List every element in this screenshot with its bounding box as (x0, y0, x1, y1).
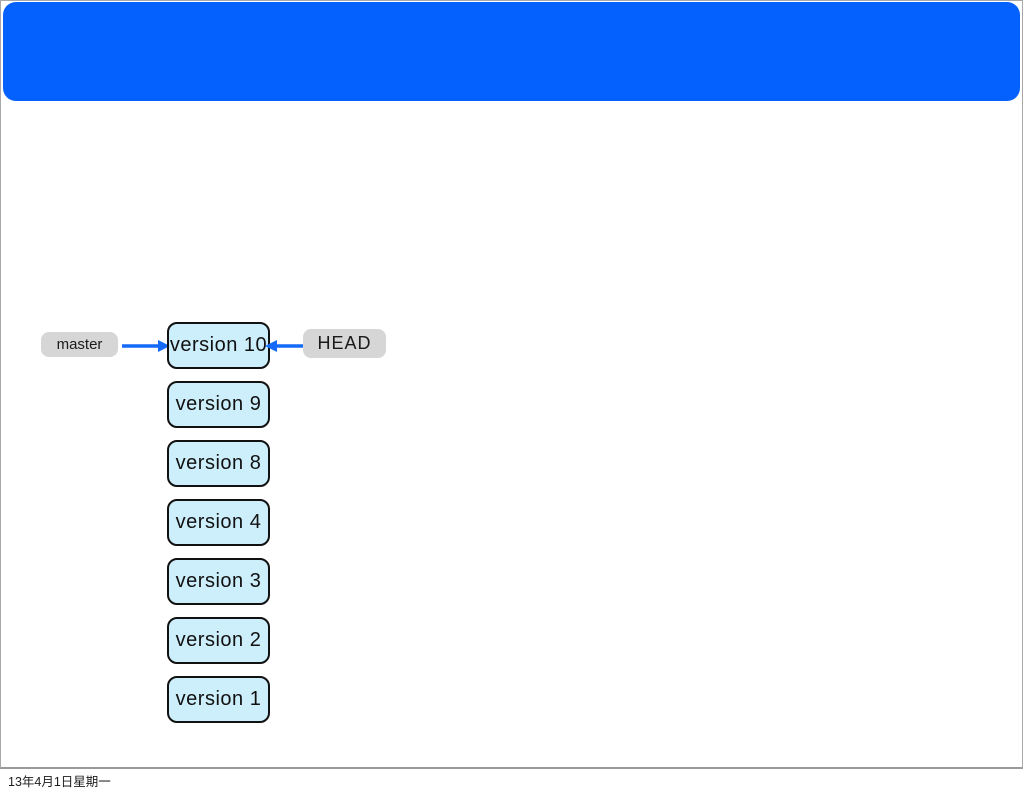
version-node-label: version 8 (175, 452, 262, 474)
head-ref-label-text: HEAD (317, 333, 372, 353)
version-node: version 10 (167, 322, 270, 369)
version-node: version 3 (167, 558, 270, 605)
version-node-label: version 9 (175, 393, 262, 415)
version-node: version 9 (167, 381, 270, 428)
slide-canvas: master version 10 version 9 version 8 ve… (0, 0, 1023, 769)
version-node: version 1 (167, 676, 270, 723)
master-branch-label: master (41, 332, 118, 357)
head-ref-label: HEAD (303, 329, 386, 358)
version-node: version 8 (167, 440, 270, 487)
slide-date: 13年4月1日星期一 (8, 775, 111, 788)
commit-history-stack: version 10 version 9 version 8 version 4… (167, 322, 270, 723)
master-branch-label-text: master (56, 336, 103, 353)
head-arrow-icon (265, 340, 303, 352)
version-node: version 2 (167, 617, 270, 664)
master-arrow-icon (122, 340, 170, 352)
version-node-label: version 4 (175, 511, 262, 533)
version-node-label: version 3 (175, 570, 262, 592)
version-node: version 4 (167, 499, 270, 546)
slide-title-bar (3, 2, 1020, 101)
version-node-label: version 1 (175, 688, 262, 710)
version-node-label: version 2 (175, 629, 262, 651)
version-node-label: version 10 (169, 334, 268, 356)
